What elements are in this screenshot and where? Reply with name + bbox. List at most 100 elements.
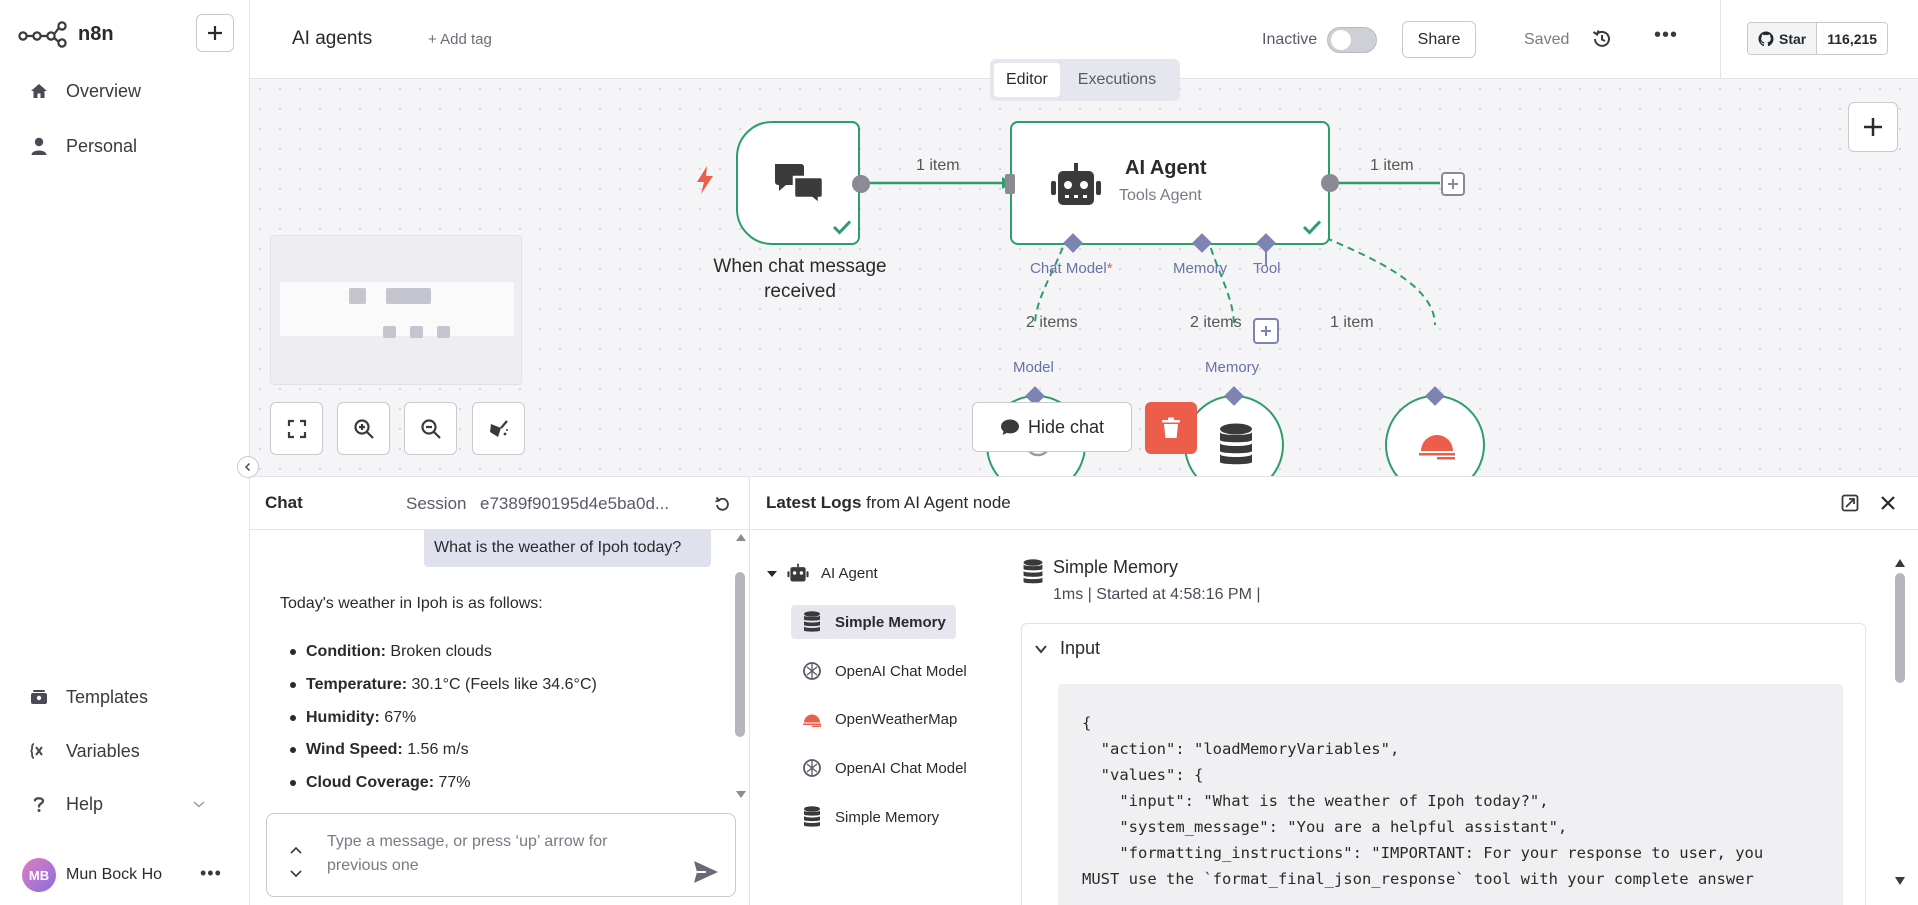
bullet-key: Cloud Coverage: [306, 774, 435, 791]
chat-scrollbar[interactable] [734, 531, 748, 801]
chevron-left-icon [244, 462, 251, 472]
plus-icon [1261, 326, 1271, 336]
logo[interactable]: n8n [18, 20, 114, 48]
robot-icon [1051, 163, 1101, 205]
input-port[interactable] [1005, 174, 1015, 194]
list-item: Humidity: 67% [290, 709, 416, 727]
toggle-knob [1331, 30, 1351, 50]
refresh-icon[interactable] [712, 494, 732, 514]
github-star-label: Star [1779, 30, 1807, 47]
user-menu[interactable]: MB Mun Bock Ho ••• [0, 855, 248, 895]
session-id[interactable]: e7389f90195d4e5ba0d... [480, 494, 670, 513]
chevron-down-icon[interactable] [765, 567, 779, 581]
minimap[interactable] [270, 235, 522, 385]
sidebar-item-help[interactable]: Help [0, 784, 248, 824]
add-node-button[interactable] [1848, 102, 1898, 152]
database-icon [801, 806, 823, 828]
chat-message-input[interactable]: Type a message, or press ‘up’ arrow for … [266, 813, 736, 897]
history-icon[interactable] [1590, 27, 1614, 51]
simple-memory-node[interactable] [1184, 395, 1284, 476]
log-tree-item-simple-memory[interactable]: Simple Memory [791, 605, 956, 639]
scrollbar-thumb[interactable] [1895, 573, 1905, 683]
bullet-value: 1.56 m/s [407, 741, 469, 758]
add-node-button[interactable] [1441, 172, 1465, 196]
create-button[interactable] [196, 14, 234, 52]
workflow-canvas[interactable]: When chat message received 1 item AI Age… [250, 79, 1918, 476]
home-icon [28, 80, 50, 102]
ai-agent-node-subtitle: Tools Agent [1119, 187, 1202, 204]
tab-editor[interactable]: Editor [994, 63, 1060, 97]
sidebar-item-overview[interactable]: Overview [0, 71, 248, 111]
memory-port-label: Memory [1173, 260, 1228, 277]
sidebar-item-templates[interactable]: Templates [0, 677, 248, 717]
user-name: Mun Bock Ho [66, 866, 163, 883]
openweathermap-node[interactable] [1385, 395, 1485, 476]
tidy-up-button[interactable] [472, 402, 525, 455]
log-tree-item-simple-memory[interactable]: Simple Memory [791, 800, 949, 834]
share-button[interactable]: Share [1402, 21, 1476, 58]
database-icon [1023, 559, 1043, 584]
tab-executions[interactable]: Executions [1077, 71, 1157, 88]
scroll-down-icon[interactable] [1894, 875, 1906, 887]
zoom-out-button[interactable] [404, 402, 457, 455]
more-horizontal-icon[interactable]: ••• [1654, 24, 1679, 46]
log-tree-item-ai-agent[interactable]: AI Agent [777, 556, 888, 590]
log-tree-label: OpenWeatherMap [835, 710, 958, 728]
github-star-widget[interactable]: Star 116,215 [1747, 22, 1889, 55]
chat-header: Chat Session e7389f90195d4e5ba0d... [250, 477, 750, 530]
open-in-new-window-icon[interactable] [1841, 494, 1859, 512]
view-tabs: Editor Executions [990, 59, 1180, 101]
hide-chat-button[interactable]: Hide chat [972, 402, 1132, 452]
plus-icon [1864, 118, 1882, 136]
logs-title-rest: from AI Agent node [866, 493, 1011, 512]
session-label: Session [406, 494, 467, 513]
input-section: Input { "action": "loadMemoryVariables",… [1021, 623, 1866, 905]
active-toggle[interactable] [1327, 27, 1377, 53]
zoom-in-button[interactable] [337, 402, 390, 455]
log-tree-item-openweathermap[interactable]: OpenWeatherMap [791, 702, 967, 736]
ai-agent-node[interactable] [1010, 121, 1330, 245]
clear-execution-button[interactable] [1145, 402, 1197, 454]
user-message: What is the weather of Ipoh today? [424, 529, 711, 567]
workflow-name[interactable]: AI agents [292, 28, 373, 49]
help-icon [28, 793, 50, 815]
sidebar-item-label: Help [66, 793, 104, 814]
send-icon[interactable] [692, 858, 720, 886]
success-check-icon [832, 220, 852, 235]
bullet-value: 30.1°C (Feels like 34.6°C) [411, 676, 597, 693]
weather-icon [801, 708, 823, 730]
trigger-node[interactable] [736, 121, 860, 245]
input-section-title[interactable]: Input [1060, 638, 1101, 658]
add-tag-link[interactable]: + Add tag [428, 31, 492, 48]
fit-view-button[interactable] [270, 402, 323, 455]
log-tree-item-openai-chat-model[interactable]: OpenAI Chat Model [791, 751, 977, 785]
sidebar-item-variables[interactable]: Variables [0, 731, 248, 771]
history-arrows-icon[interactable] [289, 844, 303, 884]
connection-label: 1 item [1370, 157, 1414, 174]
bullet-dot [290, 682, 296, 688]
list-item: Condition: Broken clouds [290, 643, 492, 661]
sidebar-item-personal[interactable]: Personal [0, 126, 248, 166]
github-star-button[interactable]: Star [1748, 23, 1818, 54]
scroll-up-icon[interactable] [1894, 557, 1906, 569]
avatar: MB [22, 858, 56, 892]
user-icon [28, 135, 50, 157]
database-icon [801, 611, 823, 633]
add-tool-button[interactable] [1253, 318, 1279, 344]
log-tree-item-openai-chat-model[interactable]: OpenAI Chat Model [791, 654, 977, 688]
more-horizontal-icon[interactable]: ••• [200, 863, 222, 883]
output-port[interactable] [1321, 174, 1339, 192]
output-port[interactable] [852, 175, 870, 193]
log-tree-label: AI Agent [821, 564, 878, 582]
close-icon[interactable] [1878, 493, 1898, 513]
scrollbar-thumb[interactable] [735, 572, 745, 737]
plus-icon [1448, 179, 1458, 189]
github-star-count[interactable]: 116,215 [1827, 30, 1878, 47]
logs-title: Latest Logs from AI Agent node [766, 493, 1011, 513]
bullet-key: Wind Speed: [306, 741, 403, 758]
sidebar-collapse-button[interactable] [237, 456, 259, 478]
chevron-down-icon[interactable] [1034, 642, 1048, 656]
log-tree-label: Simple Memory [835, 613, 946, 631]
sidebar-item-label: Templates [66, 686, 149, 707]
divider [1720, 0, 1721, 79]
